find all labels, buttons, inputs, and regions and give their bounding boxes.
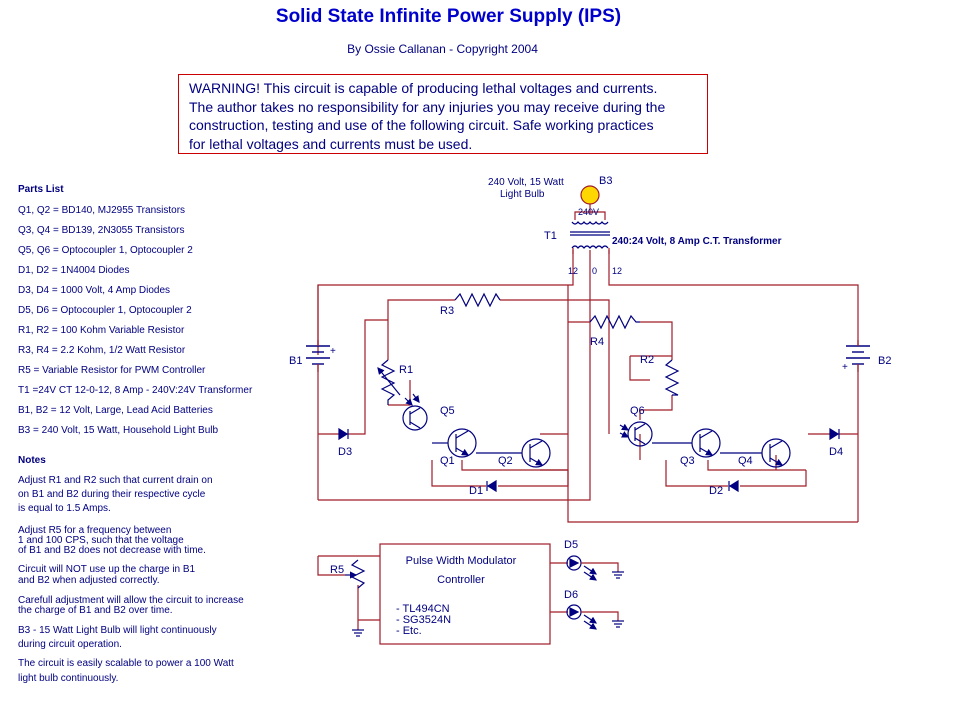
note-line: 1 and 100 CPS, such that the voltage — [18, 535, 184, 546]
resistor-r4 — [589, 314, 640, 330]
parts-heading: Parts List — [18, 184, 64, 195]
label-q3: Q3 — [680, 455, 695, 467]
note-line: the charge of B1 and B2 over time. — [18, 605, 173, 616]
parts-item: R1, R2 = 100 Kohm Variable Resistor — [18, 325, 185, 336]
parts-item: Q5, Q6 = Optocoupler 1, Optocoupler 2 — [18, 245, 193, 256]
bulb-desc-2: Light Bulb — [500, 189, 545, 200]
note-line: and B2 when adjusted correctly. — [18, 575, 160, 586]
transformer-t1 — [570, 221, 610, 254]
parts-item: Q1, Q2 = BD140, MJ2955 Transistors — [18, 205, 186, 216]
diode-d3 — [338, 427, 349, 441]
warning-box: WARNING! This circuit is capable of prod… — [178, 74, 708, 154]
warning-line: The author takes no responsibility for a… — [189, 98, 666, 115]
transistor-q1 — [432, 428, 477, 458]
parts-item: B1, B2 = 12 Volt, Large, Lead Acid Batte… — [18, 405, 213, 416]
resistor-r5 — [317, 559, 366, 637]
parts-item: T1 =24V CT 12-0-12, 8 Amp - 240V:24V Tra… — [18, 385, 253, 396]
diode-d2 — [728, 479, 739, 493]
transistor-q3 — [652, 428, 721, 458]
label-r5: R5 — [330, 564, 344, 576]
transformer-desc: 240:24 Volt, 8 Amp C.T. Transformer — [612, 236, 782, 247]
label-r2: R2 — [640, 354, 654, 366]
led-d6 — [566, 604, 624, 630]
wires — [317, 250, 859, 630]
resistor-r2 — [630, 355, 680, 396]
pwm-chip: - TL494CN — [396, 603, 450, 615]
label-q4: Q4 — [738, 455, 753, 467]
author-line: By Ossie Callanan - Copyright 2004 — [347, 42, 538, 56]
pwm-chip: - SG3524N — [396, 614, 451, 626]
label-q2: Q2 — [498, 455, 513, 467]
warning-line: for lethal voltages and currents must be… — [189, 135, 473, 152]
label-r1: R1 — [399, 364, 413, 376]
label-r3: R3 — [440, 305, 454, 317]
diode-d4 — [829, 427, 840, 441]
tap-center: 0 — [592, 266, 597, 276]
tap-right: 12 — [612, 266, 622, 276]
page-title: Solid State Infinite Power Supply (IPS) — [275, 6, 622, 27]
parts-item: R5 = Variable Resistor for PWM Controlle… — [18, 365, 206, 376]
plus-b1: + — [330, 346, 336, 357]
label-d3: D3 — [338, 446, 352, 458]
label-q6: Q6 — [630, 405, 645, 417]
label-d5: D5 — [564, 539, 578, 551]
bulb-b3 — [574, 185, 606, 220]
note-line: Adjust R5 for a frequency between — [18, 525, 172, 536]
label-d2: D2 — [709, 485, 723, 497]
parts-item: D3, D4 = 1000 Volt, 4 Amp Diodes — [18, 285, 171, 296]
pwm-controller: Pulse Width Modulator Controller - TL494… — [379, 543, 551, 645]
note-line: on B1 and B2 during their respective cyc… — [18, 489, 206, 500]
label-b3: B3 — [599, 175, 612, 187]
pwm-chip: - Etc. — [396, 625, 422, 637]
diode-d1 — [486, 479, 497, 493]
tap-left: 12 — [568, 266, 578, 276]
note-line: Circuit will NOT use up the charge in B1 — [18, 564, 196, 575]
label-r4: R4 — [590, 336, 604, 348]
led-d5 — [566, 555, 624, 581]
label-d4: D4 — [829, 446, 843, 458]
label-b1: B1 — [289, 355, 302, 367]
battery-b2 — [846, 340, 870, 372]
transistor-q5 — [402, 393, 428, 431]
note-line: of B1 and B2 does not decrease with time… — [18, 545, 206, 556]
note-line: light bulb continuously. — [18, 673, 119, 684]
resistor-r3 — [454, 292, 501, 308]
note-line: B3 - 15 Watt Light Bulb will light conti… — [18, 625, 217, 636]
label-d6: D6 — [564, 589, 578, 601]
resistor-r1 — [377, 359, 401, 405]
label-t1: T1 — [544, 230, 557, 242]
plus-b2: + — [842, 362, 848, 373]
warning-line: WARNING! This circuit is capable of prod… — [189, 80, 658, 96]
parts-item: D1, D2 = 1N4004 Diodes — [18, 265, 130, 276]
label-q1: Q1 — [440, 455, 455, 467]
note-line: The circuit is easily scalable to power … — [18, 658, 234, 669]
notes-heading: Notes — [18, 455, 46, 466]
parts-item: D5, D6 = Optocoupler 1, Optocoupler 2 — [18, 305, 192, 316]
note-line: is equal to 1.5 Amps. — [18, 503, 111, 514]
parts-item: R3, R4 = 2.2 Kohm, 1/2 Watt Resistor — [18, 345, 186, 356]
transistor-q4 — [720, 438, 791, 468]
note-line: Adjust R1 and R2 such that current drain… — [18, 475, 213, 486]
pwm-title-2: Controller — [437, 574, 485, 586]
note-line: Carefull adjustment will allow the circu… — [18, 595, 244, 606]
label-240v: 240V — [578, 207, 599, 217]
battery-b1 — [306, 340, 330, 372]
label-b2: B2 — [878, 355, 891, 367]
label-q5: Q5 — [440, 405, 455, 417]
label-d1: D1 — [469, 485, 483, 497]
parts-item: B3 = 240 Volt, 15 Watt, Household Light … — [18, 425, 219, 436]
pwm-title-1: Pulse Width Modulator — [406, 555, 517, 567]
warning-line: construction, testing and use of the fol… — [189, 117, 654, 133]
transistor-q6 — [619, 421, 653, 447]
transistor-q2 — [476, 438, 551, 468]
bulb-desc-1: 240 Volt, 15 Watt — [488, 177, 564, 188]
parts-item: Q3, Q4 = BD139, 2N3055 Transistors — [18, 225, 185, 236]
note-line: during circuit operation. — [18, 639, 122, 650]
